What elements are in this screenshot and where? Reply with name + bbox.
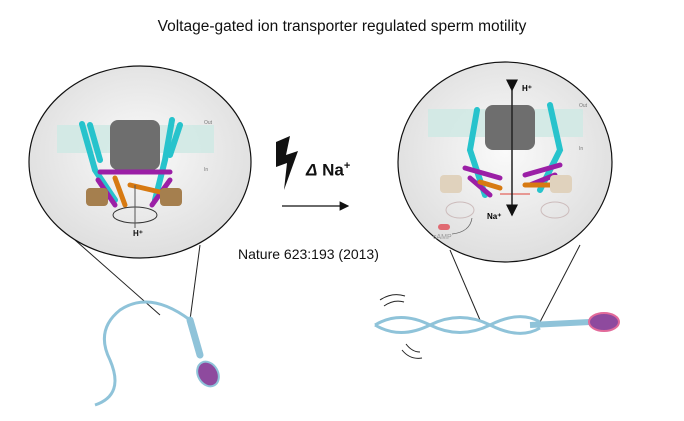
- ion-charge: +: [343, 160, 351, 172]
- figure-title: Voltage-gated ion transporter regulated …: [157, 18, 527, 35]
- in-label: In: [204, 167, 208, 173]
- motion-lines: [379, 294, 423, 359]
- h-ion-label: H⁺: [133, 229, 143, 238]
- left-protein-bubble: Out In H⁺: [28, 65, 252, 259]
- left-sperm: [94, 300, 220, 407]
- delta-symbol: Δ: [306, 160, 318, 180]
- na-ion-label: Na⁺: [487, 212, 501, 221]
- h-ion-label: H⁺: [522, 84, 532, 93]
- out-label: Out: [579, 103, 588, 109]
- ion-name: Na: [322, 160, 344, 180]
- protein-structure: [79, 117, 183, 228]
- sodium-change-label: Δ Na+: [306, 160, 350, 181]
- camp-label: cAMP: [433, 234, 452, 241]
- right-sperm: [374, 294, 620, 359]
- lightning-icon: [276, 136, 298, 190]
- in-label: In: [579, 146, 583, 152]
- camp-molecule: [438, 224, 450, 230]
- citation: Nature 623:193 (2013): [238, 246, 379, 262]
- right-protein-bubble: H⁺ Na⁺ Out In cAMP: [397, 61, 613, 263]
- out-label: Out: [204, 120, 213, 126]
- right-zoom-lines: [449, 244, 581, 323]
